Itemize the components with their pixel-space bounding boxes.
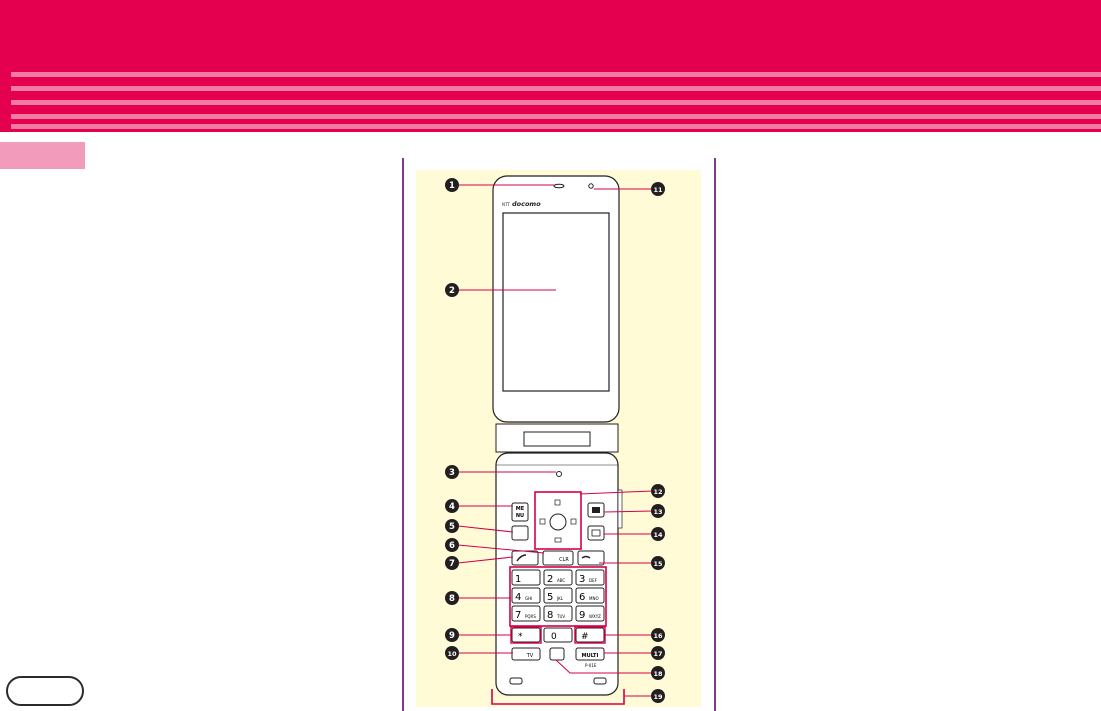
chapter-header-band	[0, 0, 1101, 132]
callout-number: 13	[653, 508, 662, 516]
callout-number: 14	[653, 531, 663, 539]
earpiece	[554, 184, 564, 188]
hash-key-label: #	[581, 632, 589, 642]
callout-number: 15	[653, 560, 663, 568]
side-key	[618, 490, 622, 528]
callout-number: 1	[449, 181, 455, 191]
callout-number: 19	[653, 693, 663, 701]
callout-number: 17	[653, 650, 662, 658]
header-stripe	[11, 124, 1101, 129]
zero-key	[544, 628, 572, 642]
call-key	[512, 551, 538, 565]
camera-icon	[592, 507, 600, 513]
mail-key	[588, 526, 604, 540]
dial-key-number: 4	[515, 592, 521, 603]
star-key	[512, 628, 540, 642]
model-label: P-01E	[585, 663, 597, 668]
zero-key-label: 0	[551, 632, 557, 642]
dial-key-number: 7	[515, 610, 521, 621]
header-stripe	[11, 114, 1101, 119]
light-sensor	[589, 184, 593, 188]
callout-number: 9	[449, 631, 455, 641]
dial-key-letters: PQRS	[525, 614, 536, 619]
chapter-side-tab	[0, 142, 85, 169]
dial-key-letters: WXYZ	[589, 614, 601, 619]
mouthpiece	[557, 472, 562, 477]
dial-key-number: 6	[579, 592, 585, 603]
header-stripe	[11, 100, 1101, 105]
dial-key-number: 8	[547, 610, 553, 621]
dial-key-number: 3	[579, 574, 585, 585]
callout-number: 18	[653, 670, 663, 678]
callout-number: 11	[653, 186, 663, 194]
divider-right	[714, 158, 716, 711]
brand-text: docomo	[512, 200, 541, 208]
menu-key-label-2: NU	[516, 513, 524, 519]
callout-number: 5	[449, 522, 455, 532]
dial-key-letters: TUV	[556, 614, 565, 619]
tv-key-label: TV	[526, 653, 534, 659]
callout-number: 6	[449, 541, 455, 551]
callout-number: 16	[653, 632, 663, 640]
dial-key-number: 5	[547, 592, 553, 603]
hinge-barrel	[524, 432, 590, 446]
callout-number: 8	[449, 594, 455, 604]
divider-left	[402, 158, 404, 711]
dial-key-letters: JKL	[556, 596, 564, 601]
menu-key-label-1: ME	[516, 506, 525, 512]
dial-key-letters: MNO	[589, 596, 599, 601]
foot-right	[594, 678, 606, 684]
callout-number: 2	[449, 286, 455, 296]
dial-key-letters: DEF	[589, 578, 598, 583]
multi-key-label: MULTI	[582, 653, 599, 659]
dial-key-letters: GHI	[525, 596, 532, 601]
brand-prefix-text: NTT	[502, 202, 510, 207]
page-number-pill	[6, 676, 84, 706]
enter-key	[550, 514, 566, 530]
dial-key-number: 2	[547, 574, 553, 585]
foot-left	[510, 678, 522, 684]
dial-key-letters: ABC	[557, 578, 565, 583]
header-stripe	[11, 86, 1101, 91]
star-key-label: *	[518, 632, 523, 642]
clr-key-label: CLR	[559, 557, 569, 563]
mode-key	[550, 648, 564, 660]
display	[503, 213, 609, 391]
dial-key-number: 9	[579, 610, 585, 621]
callout-number: 4	[449, 502, 455, 512]
voice-memo-key	[512, 526, 528, 540]
callout-number: 7	[449, 559, 455, 569]
callout-number: 3	[449, 468, 455, 478]
dial-key-number: 1	[515, 574, 521, 585]
header-stripe	[11, 72, 1101, 77]
callout-number: 12	[653, 488, 662, 496]
callout-number: 10	[447, 650, 457, 658]
